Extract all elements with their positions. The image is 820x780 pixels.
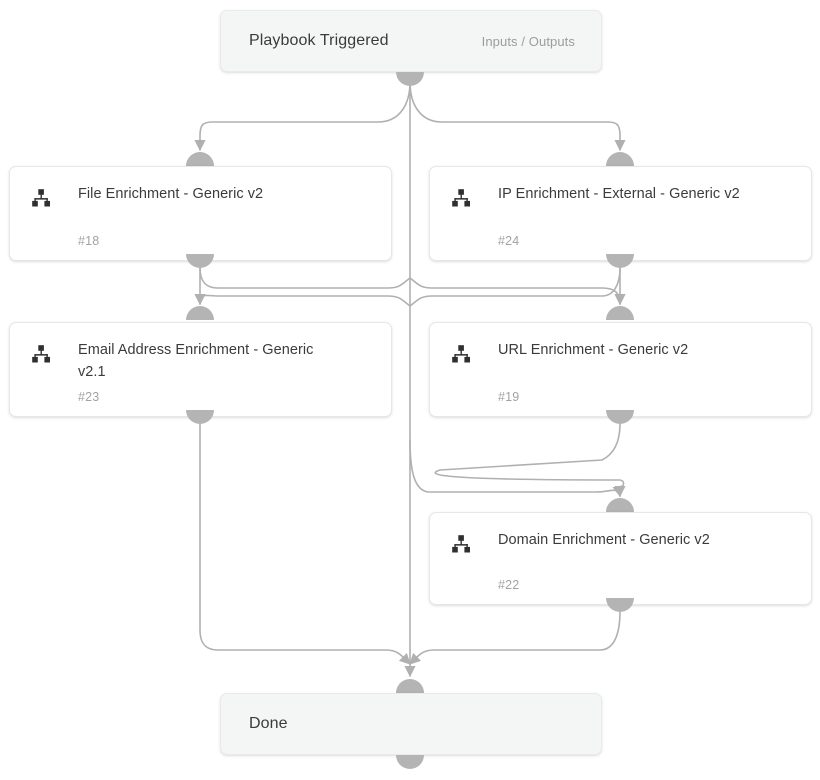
- file-enrichment-target-handle[interactable]: [186, 152, 214, 166]
- email-enrichment-title: Email Address Enrichment - Generic v2.1: [78, 342, 314, 380]
- ip-enrichment-title: IP Enrichment - External - Generic v2: [498, 186, 740, 202]
- node-url-enrichment[interactable]: URL Enrichment - Generic v2 #19: [429, 322, 812, 417]
- done-source-handle[interactable]: [396, 755, 424, 769]
- trigger-row: Playbook Triggered Inputs / Outputs: [221, 11, 601, 71]
- sitemap-icon: [450, 187, 472, 209]
- trigger-source-handle[interactable]: [396, 72, 424, 86]
- ip-enrichment-source-handle[interactable]: [606, 254, 634, 268]
- domain-enrichment-target-handle[interactable]: [606, 498, 634, 512]
- sitemap-icon: [30, 187, 52, 209]
- node-email-enrichment[interactable]: Email Address Enrichment - Generic v2.1 …: [9, 322, 392, 417]
- file-enrichment-title: File Enrichment - Generic v2: [78, 186, 264, 202]
- edge-domain-to-done: [409, 611, 621, 665]
- edge-ip-to-email: [194, 267, 621, 307]
- domain-enrichment-header: Domain Enrichment - Generic v2: [430, 513, 811, 555]
- node-ip-enrichment[interactable]: IP Enrichment - External - Generic v2 #2…: [429, 166, 812, 261]
- sitemap-icon: [450, 533, 472, 555]
- email-enrichment-id: #23: [78, 390, 100, 404]
- url-enrichment-id: #19: [498, 390, 520, 404]
- edge-trigger-to-ip: [409, 81, 626, 152]
- domain-enrichment-source-handle[interactable]: [606, 598, 634, 612]
- done-row: Done: [221, 694, 601, 754]
- edge-center-to-domain: [409, 439, 624, 498]
- email-enrichment-target-handle[interactable]: [186, 306, 214, 320]
- ip-enrichment-target-handle[interactable]: [606, 152, 634, 166]
- file-enrichment-id: #18: [78, 234, 100, 248]
- done-title: Done: [249, 715, 288, 732]
- edge-email-to-done: [199, 423, 411, 665]
- email-enrichment-header: Email Address Enrichment - Generic v2.1: [10, 323, 391, 383]
- sitemap-icon: [450, 343, 472, 365]
- trigger-title: Playbook Triggered: [249, 32, 389, 49]
- edge-url-to-domain: [434, 423, 626, 498]
- file-enrichment-header: File Enrichment - Generic v2: [10, 167, 391, 209]
- url-enrichment-header: URL Enrichment - Generic v2: [430, 323, 811, 365]
- node-playbook-triggered[interactable]: Playbook Triggered Inputs / Outputs: [220, 10, 602, 72]
- url-enrichment-title: URL Enrichment - Generic v2: [498, 342, 689, 358]
- domain-enrichment-id: #22: [498, 578, 520, 592]
- domain-enrichment-title: Domain Enrichment - Generic v2: [498, 532, 710, 548]
- url-enrichment-source-handle[interactable]: [606, 410, 634, 424]
- node-done[interactable]: Done: [220, 693, 602, 755]
- ip-enrichment-id: #24: [498, 234, 520, 248]
- trigger-inputs-outputs-label: Inputs / Outputs: [481, 33, 575, 49]
- sitemap-icon: [30, 343, 52, 365]
- file-enrichment-source-handle[interactable]: [186, 254, 214, 268]
- ip-enrichment-header: IP Enrichment - External - Generic v2: [430, 167, 811, 209]
- edge-file-to-url: [199, 267, 626, 306]
- email-enrichment-source-handle[interactable]: [186, 410, 214, 424]
- node-file-enrichment[interactable]: File Enrichment - Generic v2 #18: [9, 166, 392, 261]
- url-enrichment-target-handle[interactable]: [606, 306, 634, 320]
- node-domain-enrichment[interactable]: Domain Enrichment - Generic v2 #22: [429, 512, 812, 605]
- edge-trigger-to-file: [194, 81, 411, 152]
- done-target-handle[interactable]: [396, 679, 424, 693]
